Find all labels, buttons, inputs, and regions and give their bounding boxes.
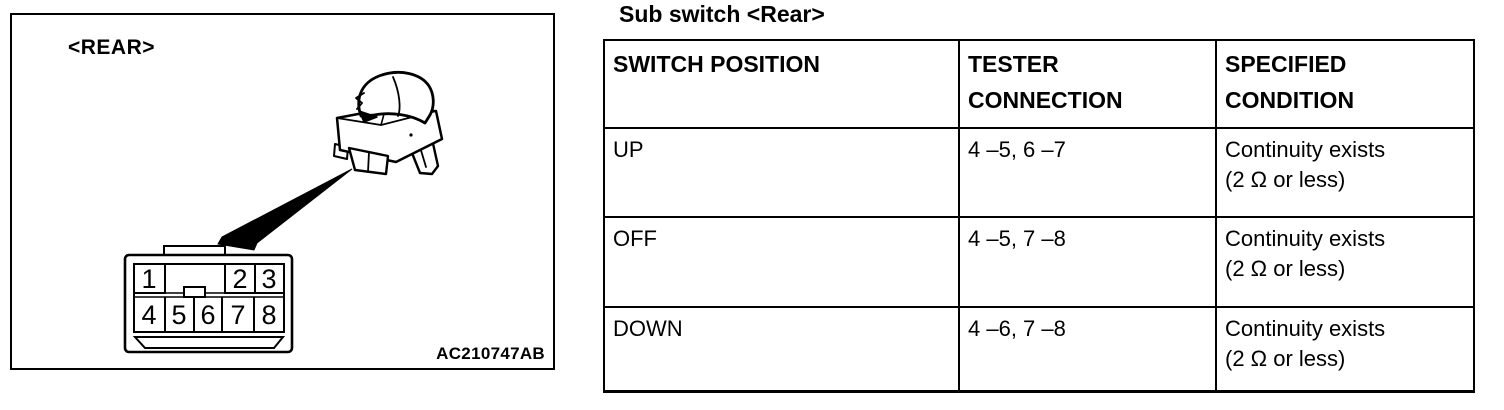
pin-number-5: 5: [171, 300, 186, 330]
figure-code: AC210747AB: [436, 344, 545, 363]
specified-condition-cell: Continuity exists (2 Ω or less): [1215, 127, 1475, 218]
condition-line: Continuity exists: [1225, 137, 1386, 162]
condition-line: Continuity exists: [1225, 226, 1386, 251]
switch-position-cell: UP: [603, 127, 960, 218]
rear-view-label: <REAR>: [68, 36, 156, 59]
pin-number-2: 2: [232, 264, 247, 294]
column-header-switch-position: SWITCH POSITION: [603, 39, 960, 129]
connector-pinout: [123, 245, 294, 354]
condition-line: (2 Ω or less): [1225, 256, 1346, 281]
table-title: Sub switch <Rear>: [619, 1, 825, 27]
tester-connection-cell: 4 –5, 7 –8: [958, 216, 1217, 308]
specified-condition-cell: Continuity exists (2 Ω or less): [1215, 216, 1475, 308]
rocker-switch-drawing: [333, 71, 444, 176]
pin-number-6: 6: [200, 300, 215, 330]
switch-connector-figure: 1 2 3 4 5 6 7 8: [123, 71, 444, 354]
header-line: CONDITION: [1225, 87, 1355, 113]
pin-number-1: 1: [141, 264, 156, 294]
switch-position-cell: DOWN: [603, 306, 960, 392]
pointer-wedge: [217, 168, 353, 251]
switch-position-cell: OFF: [603, 216, 960, 308]
continuity-spec-table: SWITCH POSITION TESTER CONNECTION SPECIF…: [603, 39, 1475, 393]
header-line: CONNECTION: [968, 87, 1123, 113]
column-header-tester-connection: TESTER CONNECTION: [958, 39, 1217, 129]
header-line: SPECIFIED: [1225, 51, 1347, 77]
header-line: SWITCH POSITION: [613, 51, 820, 77]
table-row: DOWN 4 –6, 7 –8 Continuity exists (2 Ω o…: [603, 306, 1475, 392]
condition-line: (2 Ω or less): [1225, 167, 1346, 192]
tester-connection-cell: 4 –5, 6 –7: [958, 127, 1217, 218]
column-header-specified-condition: SPECIFIED CONDITION: [1215, 39, 1475, 129]
figure-panel: 1 2 3 4 5 6 7 8 <REAR> AC210747AB: [10, 13, 555, 370]
table-row: UP 4 –5, 6 –7 Continuity exists (2 Ω or …: [603, 127, 1475, 218]
header-line: TESTER: [968, 51, 1059, 77]
pin-number-3: 3: [261, 264, 276, 294]
tester-connection-cell: 4 –6, 7 –8: [958, 306, 1217, 392]
pin-number-7: 7: [230, 300, 245, 330]
pin-number-4: 4: [141, 300, 156, 330]
condition-line: (2 Ω or less): [1225, 346, 1346, 371]
table-row: OFF 4 –5, 7 –8 Continuity exists (2 Ω or…: [603, 216, 1475, 308]
specified-condition-cell: Continuity exists (2 Ω or less): [1215, 306, 1475, 392]
condition-line: Continuity exists: [1225, 316, 1386, 341]
pin-number-8: 8: [261, 300, 276, 330]
